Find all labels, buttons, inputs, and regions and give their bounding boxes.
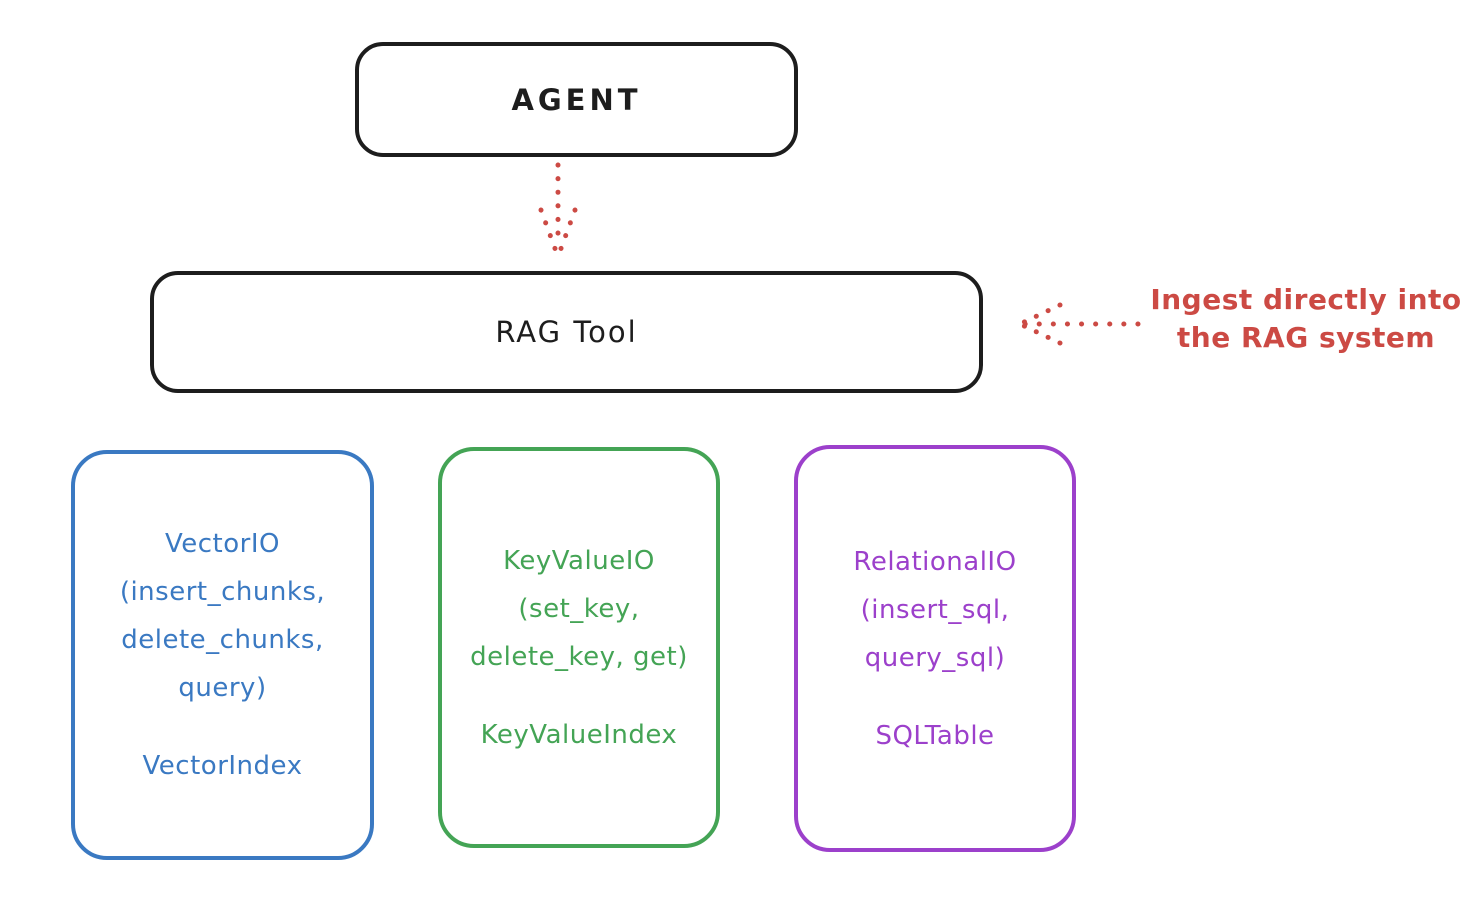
ingest-annotation: Ingest directly into the RAG system: [1138, 281, 1474, 357]
vector-io-title: VectorIO: [165, 529, 280, 559]
relational-io-method-line: query_sql): [864, 642, 1006, 673]
relational-io-method-line: (insert_sql,: [860, 594, 1010, 625]
vector-io-method-line: delete_chunks,: [121, 625, 324, 655]
keyvalue-io-method-line: (set_key,: [518, 593, 640, 624]
relational-io-text: RelationalIO (insert_sql, query_sql) SQL…: [853, 538, 1016, 760]
ingest-arrow-icon: [1014, 296, 1144, 352]
agent-to-ragtool-arrow-icon: [536, 161, 580, 263]
keyvalue-index-label: KeyValueIndex: [480, 719, 678, 750]
vector-index-label: VectorIndex: [142, 751, 303, 781]
keyvalue-io-method-line: delete_key, get): [470, 641, 688, 672]
vector-io-method-line: query): [178, 673, 267, 703]
ingest-annotation-line1: Ingest directly into: [1150, 283, 1462, 316]
agent-label: AGENT: [511, 82, 642, 117]
rag-tool-node: RAG Tool: [150, 271, 983, 393]
sql-table-label: SQLTable: [875, 720, 995, 751]
vector-io-method-line: (insert_chunks,: [119, 577, 326, 607]
keyvalue-io-box: KeyValueIO (set_key, delete_key, get) Ke…: [438, 447, 720, 848]
rag-tool-label: RAG Tool: [495, 315, 638, 349]
vector-io-text: VectorIO (insert_chunks, delete_chunks, …: [120, 520, 325, 790]
relational-io-title: RelationalIO: [853, 546, 1017, 577]
agent-node: AGENT: [355, 42, 798, 157]
relational-io-box: RelationalIO (insert_sql, query_sql) SQL…: [794, 445, 1076, 852]
keyvalue-io-text: KeyValueIO (set_key, delete_key, get) Ke…: [470, 537, 688, 759]
ingest-annotation-line2: the RAG system: [1176, 321, 1436, 354]
vector-io-box: VectorIO (insert_chunks, delete_chunks, …: [71, 450, 374, 860]
keyvalue-io-title: KeyValueIO: [503, 545, 655, 576]
